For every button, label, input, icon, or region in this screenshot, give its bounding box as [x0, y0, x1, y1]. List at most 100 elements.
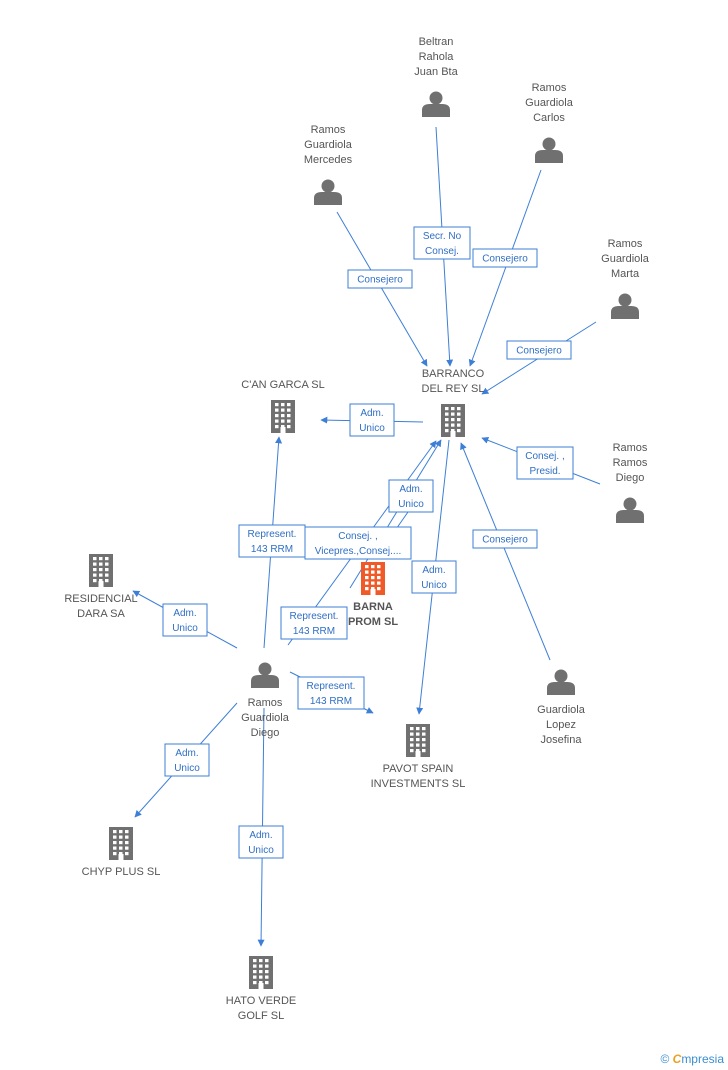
edge-label-mercedes-to-barranco[interactable]: Consejero [347, 269, 413, 289]
edge-label-rrdiego-to-barranco[interactable]: Consej. ,Presid. [516, 446, 574, 480]
building-window [377, 587, 381, 591]
edge-label-diego-to-cangarca[interactable]: Represent. 143 RRM [238, 524, 306, 558]
building-window [410, 727, 414, 731]
edge-label-box [411, 560, 457, 594]
edge-label-diego-to-chyp[interactable]: Adm.Unico [164, 743, 210, 777]
building-window [253, 959, 257, 963]
edge-label-text: Adm. [249, 830, 272, 841]
node-label-rrdiego: Diego [616, 472, 645, 484]
edge-label-diego-to-residencial[interactable]: Adm.Unico [162, 603, 208, 637]
building-window [371, 576, 375, 580]
edge-label-text: Unico [172, 623, 198, 634]
person-head [618, 293, 632, 307]
edge-label-box [388, 479, 434, 513]
edge-label-text: Consej. , [338, 531, 377, 542]
node-label-carlos: Guardiola [525, 97, 574, 109]
edge-label-barna-to-barranco[interactable]: Adm.Unico [388, 479, 434, 513]
building-window [287, 414, 291, 418]
building-window [371, 581, 375, 585]
building-window [105, 568, 109, 572]
building-window [365, 565, 369, 569]
node-label-beltran: Beltran [419, 36, 454, 48]
building-window [265, 959, 269, 963]
edge-label-text: Consejero [482, 254, 528, 265]
edge-label-diego-to-hato[interactable]: Adm.Unico [238, 825, 284, 859]
building-window [253, 975, 257, 979]
building-window [445, 418, 449, 422]
building-window [451, 418, 455, 422]
building-window [287, 408, 291, 412]
building-window [422, 727, 426, 731]
building-window [287, 425, 291, 429]
building-window [281, 414, 285, 418]
building-door [118, 854, 124, 860]
building-icon [441, 404, 465, 437]
building-window [265, 964, 269, 968]
node-label-residencial: DARA SA [77, 608, 125, 620]
edge-label-text: 143 RRM [251, 544, 293, 555]
building-window [113, 830, 117, 834]
building-window [416, 743, 420, 747]
edge-label-diego-to-pavot[interactable]: Represent.143 RRM [297, 676, 365, 710]
building-icon [89, 554, 113, 587]
edge-label-text: Represent. [248, 529, 297, 540]
edge-label-barranco-to-cangarca[interactable]: Adm.Unico [349, 403, 395, 437]
building-window [445, 429, 449, 433]
building-window [377, 581, 381, 585]
building-window [377, 576, 381, 580]
building-window [93, 557, 97, 561]
edge-label-text: Adm. [360, 408, 383, 419]
building-window [93, 579, 97, 583]
building-window [119, 830, 123, 834]
building-window [457, 429, 461, 433]
building-window [451, 429, 455, 433]
building-window [422, 732, 426, 736]
building-window [451, 407, 455, 411]
node-chyp[interactable]: CHYP PLUS SL [82, 827, 161, 878]
node-label-carlos: Carlos [533, 112, 565, 124]
edge-label-box [164, 743, 210, 777]
node-cangarca[interactable]: C'AN GARCA SL [241, 379, 325, 433]
empresia-watermark: © Cmpresia [660, 1052, 724, 1066]
building-window [105, 573, 109, 577]
edge-label-carlos-to-barranco[interactable]: Consejero [472, 248, 538, 268]
building-window [119, 841, 123, 845]
node-label-beltran: Juan Bta [414, 66, 458, 78]
building-window [265, 981, 269, 985]
person-head [258, 662, 272, 676]
building-door [415, 751, 421, 757]
building-window [275, 403, 279, 407]
building-window [125, 835, 129, 839]
edge-label-box [472, 248, 538, 268]
edge-carlos-to-barranco [468, 169, 542, 367]
edge-label-marta-to-barranco[interactable]: Consejero [506, 340, 572, 360]
building-window [259, 970, 263, 974]
node-label-pavot: PAVOT SPAIN [383, 763, 454, 775]
building-window [457, 423, 461, 427]
building-window [113, 841, 117, 845]
edge-label-barranco-to-barna[interactable]: Consej. ,Vicepres.,Consej.... [304, 526, 412, 560]
building-window [410, 743, 414, 747]
node-label-mercedes: Ramos [311, 124, 346, 136]
node-label-hato: HATO VERDE [226, 995, 297, 1007]
edge-label-diego-to-barranco[interactable]: Represent.143 RRM [280, 606, 348, 640]
edge-label-josefina-to-barranco[interactable]: Consejero [472, 529, 538, 549]
edge-label-box [413, 226, 471, 260]
building-window [113, 835, 117, 839]
edge-label-barranco-to-pavot[interactable]: Adm.Unico [411, 560, 457, 594]
